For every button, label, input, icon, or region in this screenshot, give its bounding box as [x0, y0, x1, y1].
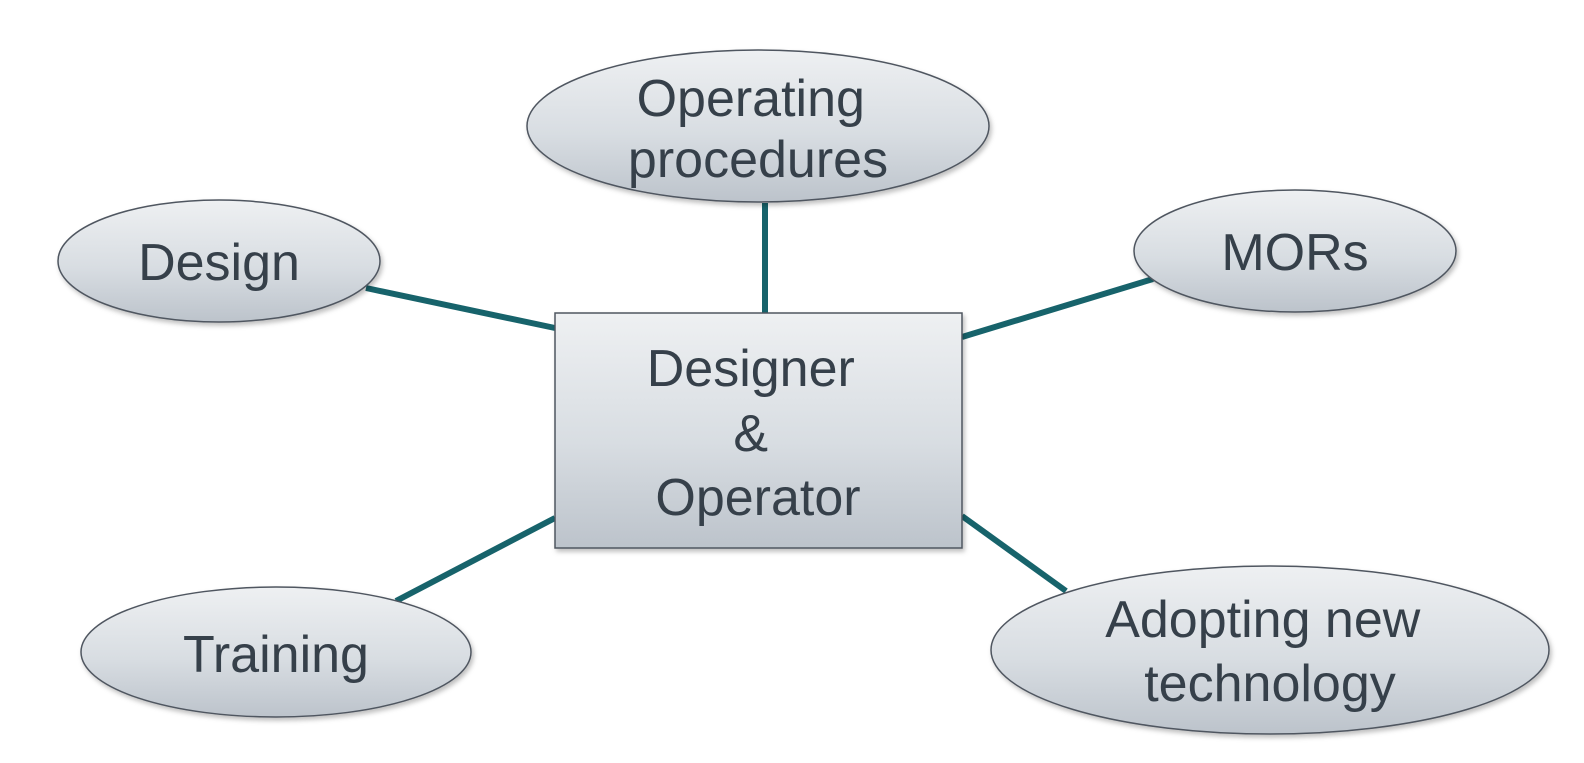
connector-training: [394, 515, 557, 604]
node-design: Design: [57, 199, 381, 323]
node-design-label: Design: [138, 234, 300, 292]
node-training-shape: [80, 586, 472, 718]
center-node: Designer & Operator: [554, 312, 963, 549]
node-adopting-new-technology: Adopting new technology: [990, 565, 1550, 735]
center-node-label: Designer & Operator: [647, 340, 870, 527]
node-operating-procedures: Operating procedures: [526, 49, 990, 203]
center-node-line-2: &: [733, 405, 768, 463]
connectors: [365, 203, 1154, 604]
center-node-box: [554, 312, 963, 549]
node-mors: MORs: [1133, 189, 1457, 313]
node-operating-procedures-shape: [526, 49, 990, 203]
node-adopting-new-technology-label: Adopting new technology: [1105, 591, 1435, 713]
node-mors-label: MORs: [1221, 224, 1368, 282]
connector-adopting-new-technology: [960, 513, 1068, 594]
node-mors-shape: [1133, 189, 1457, 313]
node-adopting-new-technology-shape: [990, 565, 1550, 735]
connector-mors: [961, 276, 1154, 340]
node-adopting-new-technology-line-1: Adopting new: [1105, 591, 1421, 649]
center-node-line-3: Operator: [655, 469, 860, 527]
node-training: Training: [80, 586, 472, 718]
connector-design: [365, 285, 556, 331]
node-operating-procedures-line-2: procedures: [628, 131, 888, 189]
node-design-shape: [57, 199, 381, 323]
node-adopting-new-technology-line-2: technology: [1144, 655, 1396, 713]
center-node-line-1: Designer: [647, 340, 855, 398]
node-operating-procedures-line-1: Operating: [637, 70, 865, 128]
node-operating-procedures-label: Operating procedures: [628, 70, 888, 189]
node-training-label: Training: [183, 626, 369, 684]
